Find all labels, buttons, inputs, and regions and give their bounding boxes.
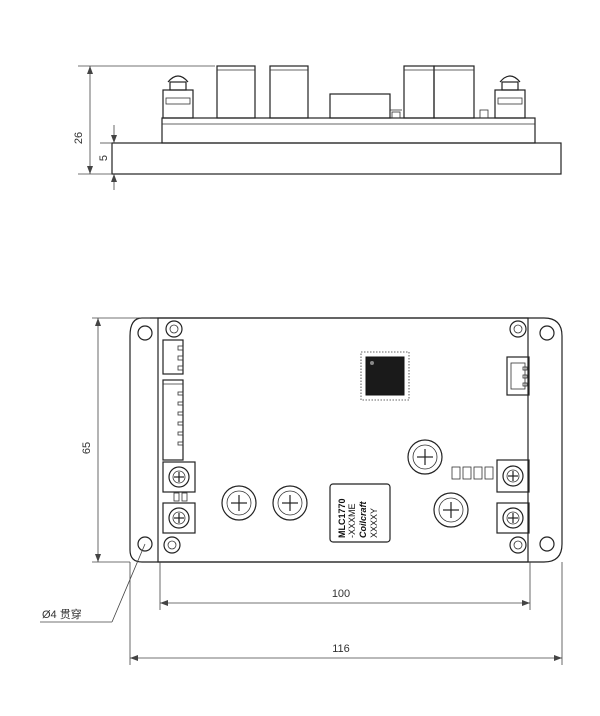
capacitor-4 [433, 65, 475, 119]
inductor-chip: MLC1770 -XXXME Coilcraft XXXXY [329, 483, 391, 543]
smd-part [181, 492, 188, 502]
capacitor-3 [403, 65, 435, 119]
header-connector-long [162, 379, 184, 461]
corner-screw-tr [509, 320, 527, 338]
mount-hole-tr [539, 325, 555, 341]
dim-height-label: 65 [81, 442, 93, 454]
dim-height: 65 [81, 317, 150, 563]
dim-total-width: 116 [129, 562, 563, 665]
hole-note: Ø4 贯穿 [40, 543, 146, 623]
header-connector-right [506, 356, 530, 396]
resistor-array [451, 466, 494, 480]
ic-side [329, 93, 391, 119]
dim-total-height-label: 26 [73, 132, 85, 144]
smd-part [173, 492, 180, 502]
pcb-top [157, 317, 529, 563]
terminal-block-right-bottom [496, 502, 530, 534]
chip-label-line-3: Coilcraft [358, 500, 368, 538]
capacitor-top-2 [272, 485, 308, 521]
dim-total-width-label: 116 [332, 643, 350, 655]
terminal-block-left-top [162, 461, 196, 493]
right-connector [479, 75, 526, 119]
chip-label-line-1: MLC1770 [337, 498, 347, 538]
chip-label-line-2: -XXXME [347, 503, 357, 538]
dim-hole-spacing-label: 100 [332, 588, 350, 600]
mount-hole-tl [137, 325, 153, 341]
capacitor-top-4 [433, 492, 469, 528]
dim-base-thickness-label: 5 [98, 155, 110, 161]
side-view: 26 5 [73, 65, 562, 190]
hole-note-label: Ø4 贯穿 [42, 607, 82, 621]
capacitor-top-3 [407, 439, 443, 475]
dim-hole-spacing: 100 [159, 562, 531, 610]
mount-hole-br [539, 536, 555, 552]
corner-screw-bl [163, 536, 181, 554]
dim-total-height: 26 [73, 65, 215, 175]
capacitor-top-1 [221, 485, 257, 521]
mount-hole-bl [137, 536, 153, 552]
chip-label-line-4: XXXXY [369, 508, 379, 538]
terminal-block-right-top [496, 459, 530, 493]
left-connector [162, 75, 194, 119]
corner-screw-br [509, 536, 527, 554]
capacitor-1 [216, 65, 256, 119]
terminal-block-left-bottom [162, 502, 196, 534]
base-plate-outline [129, 317, 563, 563]
top-view: MLC1770 -XXXME Coilcraft XXXXY 65 100 [40, 317, 563, 665]
corner-screw-tl [165, 320, 183, 338]
capacitor-2 [269, 65, 309, 119]
pcb-side [161, 117, 536, 144]
base-plate [111, 142, 562, 175]
header-connector-top [162, 339, 184, 375]
qfp-ic [360, 351, 410, 401]
dim-base-thickness: 5 [98, 125, 117, 190]
